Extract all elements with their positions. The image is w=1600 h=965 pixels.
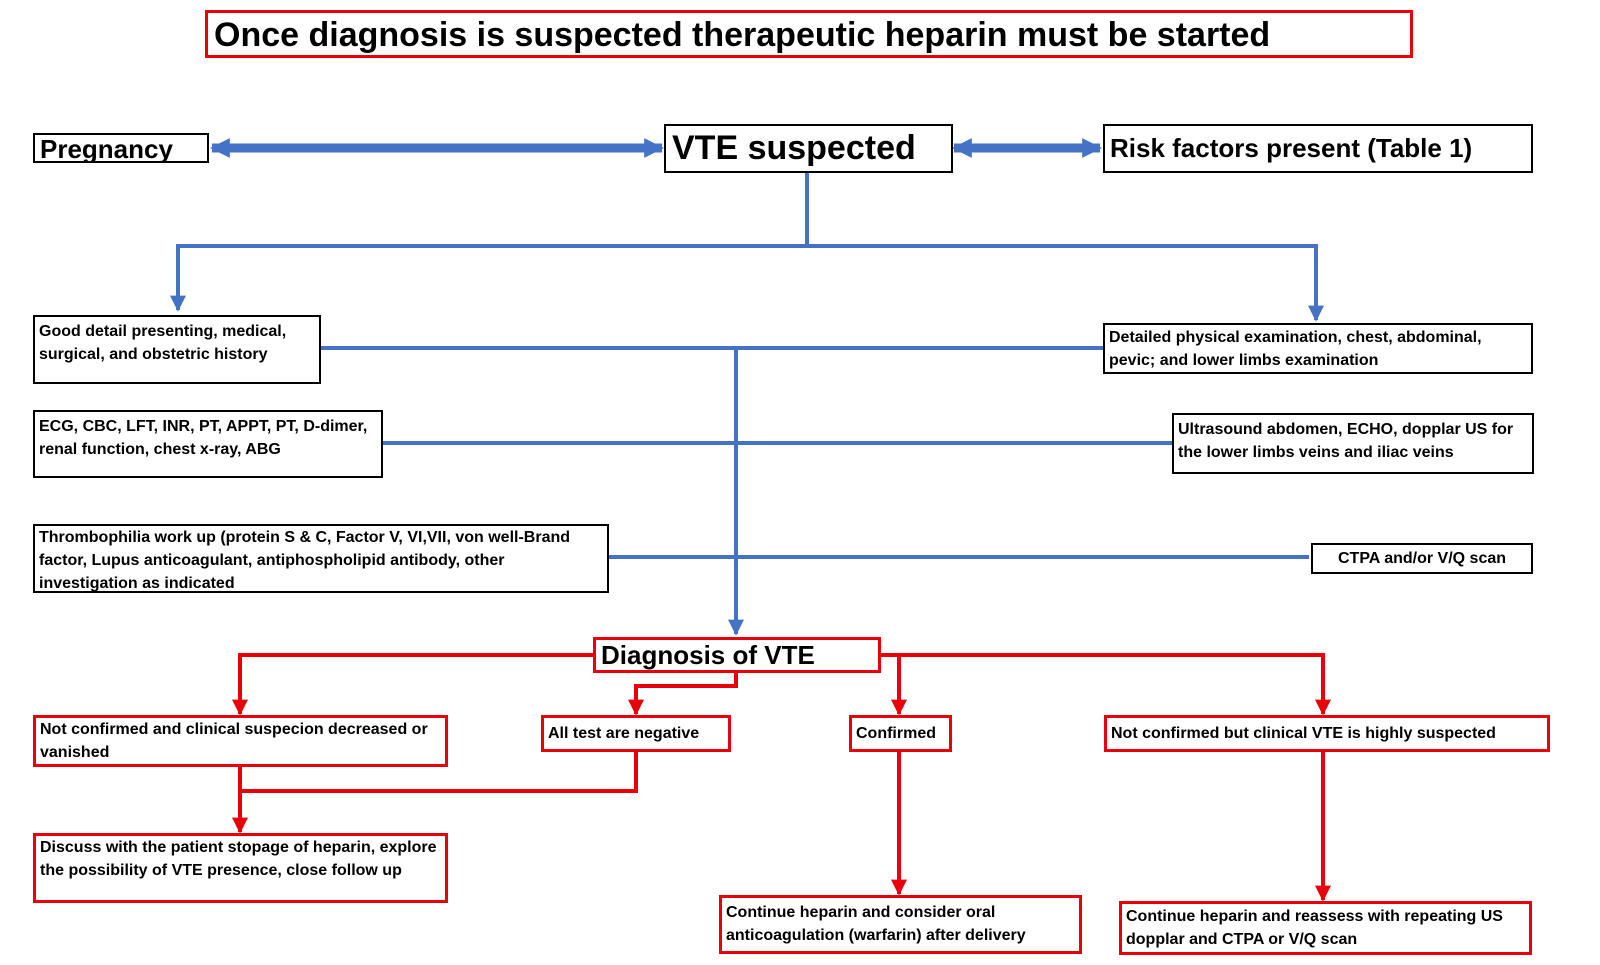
physical-exam-box: Detailed physical examination, chest, ab… xyxy=(1103,323,1533,374)
history-box: Good detail presenting, medical, surgica… xyxy=(33,315,321,384)
diag-to-allneg-arrow xyxy=(628,672,738,716)
diagnosis-box: Diagnosis of VTE xyxy=(593,637,881,673)
pregnancy-box: Pregnancy xyxy=(33,133,209,163)
page-title: Once diagnosis is suspected therapeutic … xyxy=(205,10,1413,58)
thrombophilia-box: Thrombophilia work up (protein S & C, Fa… xyxy=(33,524,609,593)
labs-box: ECG, CBC, LFT, INR, PT, APPT, PT, D-dime… xyxy=(33,410,383,478)
risk-factors-box: Risk factors present (Table 1) xyxy=(1103,124,1533,173)
continue-reassess-box: Continue heparin and reassess with repea… xyxy=(1119,901,1532,955)
not-confirmed-suspected-box: Not confirmed but clinical VTE is highly… xyxy=(1104,715,1550,752)
diag-to-confirmed-arrow xyxy=(878,653,1331,716)
diag-to-notconfirmed-arrow xyxy=(232,653,593,716)
vte-suspected-box: VTE suspected xyxy=(664,124,953,173)
branch-connector xyxy=(170,244,1324,322)
not-confirmed-decreased-box: Not confirmed and clinical suspecion dec… xyxy=(33,715,448,767)
discuss-stop-box: Discuss with the patient stopage of hepa… xyxy=(33,833,448,903)
ultrasound-box: Ultrasound abdomen, ECHO, dopplar US for… xyxy=(1172,413,1534,474)
confirmed-box: Confirmed xyxy=(849,715,952,752)
merge-connector xyxy=(240,751,638,793)
continue-oral-box: Continue heparin and consider oral antic… xyxy=(719,895,1082,954)
ctpa-box: CTPA and/or V/Q scan xyxy=(1311,543,1533,574)
all-negative-box: All test are negative xyxy=(541,715,731,752)
